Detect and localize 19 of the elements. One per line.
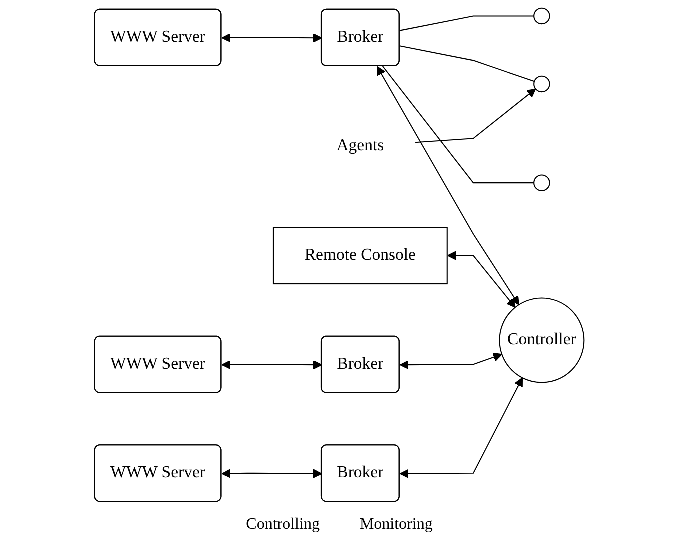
node-box: Remote Console [272, 227, 448, 285]
connector [400, 46, 535, 82]
node-circle [534, 8, 550, 25]
node-text: Agents [336, 137, 384, 155]
node-circle [534, 174, 550, 192]
arrow [377, 66, 520, 306]
node-circle: Controller [499, 298, 585, 384]
arrow [222, 469, 322, 478]
node-circle [534, 76, 550, 93]
connector [382, 66, 534, 184]
arrow [400, 352, 502, 370]
arrow [400, 378, 524, 478]
arrow [447, 251, 516, 308]
region-label: Monitoring [360, 516, 433, 534]
arrow [222, 33, 322, 43]
connector [400, 16, 534, 32]
region-label: Controlling [246, 516, 320, 534]
arrow [222, 360, 322, 370]
arrow [415, 88, 536, 144]
